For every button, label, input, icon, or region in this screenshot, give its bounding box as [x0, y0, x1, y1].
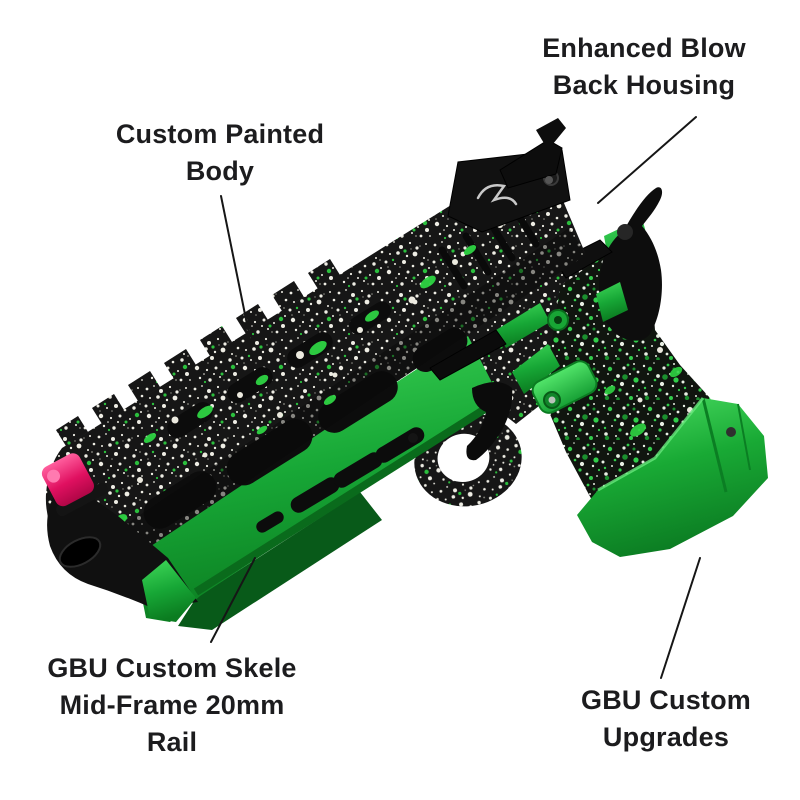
- annotation-line: Mid-Frame 20mm: [59, 690, 285, 720]
- top-rail-teeth: [56, 259, 340, 446]
- rail-shadow-underside: [178, 492, 382, 630]
- hammer-and-beavertail: [555, 187, 663, 341]
- takedown-pin: [408, 433, 418, 443]
- annotation-line: Back Housing: [552, 70, 736, 100]
- annotation-line: Custom Painted: [115, 119, 325, 149]
- annotation-enhanced-blow-back-housing: Enhanced Blow Back Housing: [489, 30, 799, 104]
- magwell-screw: [726, 427, 736, 437]
- magwell-body: [577, 398, 768, 557]
- front-fiber-optic-sight: [41, 453, 108, 517]
- thumb-safety: [555, 239, 613, 279]
- slide-stop-lever: [429, 329, 507, 381]
- annotation-line: GBU Custom Skele: [47, 653, 297, 683]
- annotation-line: GBU Custom: [581, 685, 751, 715]
- ring-hammer-hole: [617, 224, 633, 240]
- leader-line-gbu-upgrades: [660, 557, 701, 679]
- magwell-facet-line: [701, 397, 728, 493]
- rear-sight-screw: [545, 176, 553, 184]
- leader-lines: [210, 116, 701, 679]
- frame-green-accent-mid: [496, 303, 550, 348]
- leader-line-blow-back-housing: [597, 116, 697, 204]
- magwell-facet-line-2: [737, 403, 751, 471]
- mid-frame-rail: [138, 336, 500, 630]
- gas-pedal-screw-center: [548, 396, 556, 404]
- muzzle: [47, 492, 198, 622]
- front-sight-blade: [41, 453, 94, 507]
- annotation-line: Body: [185, 156, 255, 186]
- rail-body: [138, 336, 500, 622]
- housing-logo-icon: [476, 184, 518, 206]
- leader-line-custom-painted-body: [220, 195, 251, 340]
- front-sight-base: [56, 482, 108, 517]
- barrel-mouth: [58, 536, 102, 568]
- annotation-line: Upgrades: [602, 722, 730, 752]
- skeleton-trigger: [466, 382, 513, 461]
- annotation-skele-mid-frame-rail: GBU Custom Skele Mid-Frame 20mm Rail: [17, 650, 327, 761]
- annotation-line: Rail: [146, 727, 198, 757]
- slide-lower-shading: [113, 228, 586, 560]
- grip-screw-center: [554, 316, 562, 324]
- grip-safety-green-edge: [596, 282, 628, 322]
- rail-bottom-edge: [193, 398, 499, 596]
- annotation-line: Enhanced Blow: [542, 33, 746, 63]
- rail-front-tip: [142, 560, 196, 622]
- rear-sight: [499, 118, 566, 189]
- annotation-custom-painted-body: Custom Painted Body: [70, 116, 370, 190]
- magwell-top-highlight: [597, 397, 705, 492]
- annotation-gbu-custom-upgrades: GBU Custom Upgrades: [516, 682, 800, 756]
- pistol-slide: [45, 157, 586, 572]
- fiber-optic-dot: [47, 469, 61, 483]
- frame-green-accent-lower: [512, 344, 560, 394]
- rear-sight-blade: [536, 118, 566, 150]
- leader-line-mid-frame-rail: [210, 557, 256, 643]
- magwell: [577, 397, 768, 557]
- rear-sight-base: [499, 139, 563, 189]
